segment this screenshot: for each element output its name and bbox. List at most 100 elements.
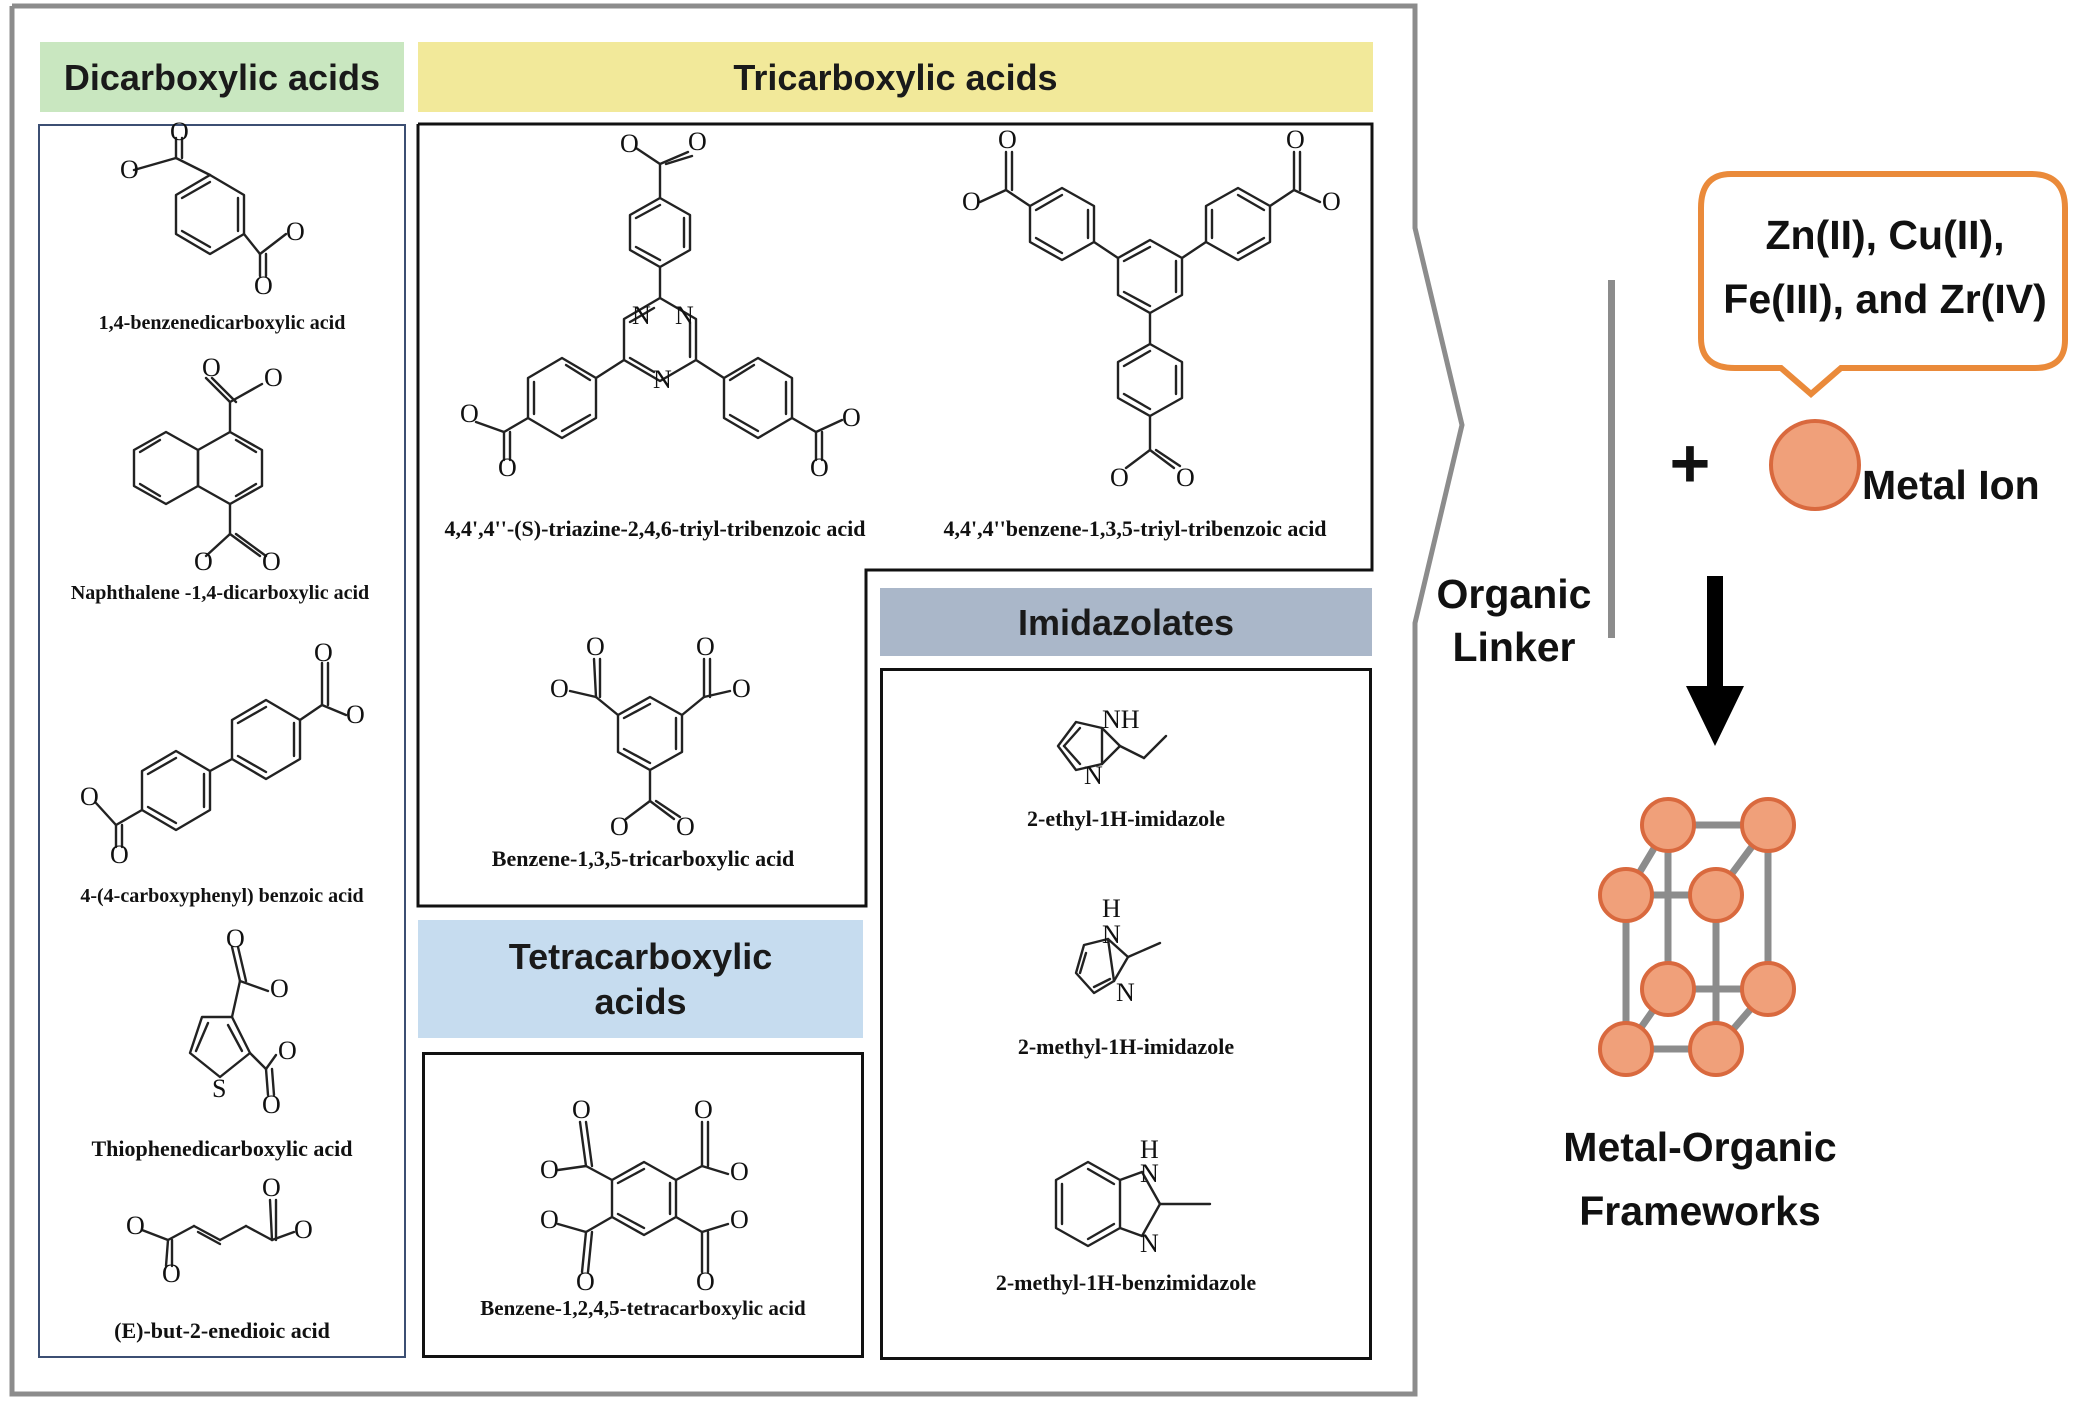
svg-text:O: O xyxy=(576,1267,595,1296)
tricarboxylic-header: Tricarboxylic acids xyxy=(418,42,1373,112)
svg-text:O: O xyxy=(696,632,715,661)
label-trimesic-acid: Benzene-1,3,5-tricarboxylic acid xyxy=(491,846,795,871)
svg-text:O: O xyxy=(498,453,517,482)
metals-line-2: Fe(III), and Zr(IV) xyxy=(1723,276,2047,322)
svg-text:O: O xyxy=(962,187,981,216)
svg-text:O: O xyxy=(226,924,245,953)
mof-framework-icon xyxy=(1598,797,1796,1077)
svg-text:O: O xyxy=(1286,125,1305,154)
svg-text:O: O xyxy=(294,1215,313,1244)
svg-text:O: O xyxy=(270,974,289,1003)
molecule-naphthalene-dicarboxylic-acid: O O O O xyxy=(132,353,283,576)
molecule-pyromellitic-acid: O O O O O O O O xyxy=(540,1095,749,1296)
molecule-terephthalic-acid: O O O O xyxy=(120,117,305,300)
svg-text:O: O xyxy=(688,127,707,156)
label-thiophene-dicarboxylic-acid: Thiophenedicarboxylic acid xyxy=(91,1136,353,1161)
linker-divider xyxy=(1608,280,1615,638)
svg-text:O: O xyxy=(314,638,333,667)
molecule-biphenyl-dicarboxylic-acid: O O O O xyxy=(80,638,365,869)
svg-text:O: O xyxy=(170,117,189,146)
svg-text:O: O xyxy=(732,674,751,703)
svg-text:O: O xyxy=(1176,463,1195,492)
svg-text:N: N xyxy=(1140,1159,1159,1188)
organic-linker-label: Organic Linker xyxy=(1436,571,1592,671)
tetracarboxylic-header: Tetracarboxylic acids xyxy=(418,920,863,1038)
svg-text:O: O xyxy=(610,812,629,841)
svg-text:N: N xyxy=(653,365,672,394)
svg-text:O: O xyxy=(194,547,213,576)
svg-text:O: O xyxy=(1322,187,1341,216)
svg-text:O: O xyxy=(572,1095,591,1124)
svg-text:N: N xyxy=(1116,978,1135,1007)
svg-text:N: N xyxy=(632,301,651,330)
svg-text:O: O xyxy=(126,1211,145,1240)
svg-text:O: O xyxy=(254,271,273,300)
label-btb-tribenzoic-acid: 4,4',4''benzene-1,3,5-triyl-tribenzoic a… xyxy=(943,516,1327,541)
metals-line-1: Zn(II), Cu(II), xyxy=(1765,212,2005,258)
svg-text:N: N xyxy=(1140,1229,1159,1258)
svg-text:O: O xyxy=(262,547,281,576)
svg-text:O: O xyxy=(278,1036,297,1065)
svg-text:O: O xyxy=(110,840,129,869)
svg-text:O: O xyxy=(550,674,569,703)
metal-ion-node xyxy=(1769,419,1861,511)
svg-text:O: O xyxy=(1110,463,1129,492)
metals-callout xyxy=(1698,171,2068,398)
svg-text:O: O xyxy=(264,363,283,392)
molecule-triazine-tribenzoic-acid: O O N N N O O O O xyxy=(460,127,861,482)
svg-text:N: N xyxy=(1084,761,1103,790)
svg-text:O: O xyxy=(80,782,99,811)
svg-text:H: H xyxy=(1140,1135,1159,1164)
svg-text:O: O xyxy=(696,1267,715,1296)
label-ethyl-imidazole: 2-ethyl-1H-imidazole xyxy=(1027,806,1225,831)
svg-text:O: O xyxy=(810,453,829,482)
molecule-fumaric-acid: O O O O xyxy=(126,1173,313,1288)
svg-text:O: O xyxy=(730,1205,749,1234)
label-fumaric-acid: (E)-but-2-enedioic acid xyxy=(114,1318,330,1343)
label-methyl-benzimidazole: 2-methyl-1H-benzimidazole xyxy=(995,1270,1257,1295)
molecule-thiophene-dicarboxylic-acid: O O O O S xyxy=(188,924,297,1119)
svg-text:NH: NH xyxy=(1102,705,1140,734)
svg-text:N: N xyxy=(1102,920,1121,949)
molecule-trimesic-acid: O O O O O O xyxy=(550,632,751,841)
svg-text:O: O xyxy=(202,353,221,382)
label-biphenyl-dicarboxylic-acid: 4-(4-carboxyphenyl) benzoic acid xyxy=(80,885,364,907)
svg-text:O: O xyxy=(998,125,1017,154)
svg-text:O: O xyxy=(586,632,605,661)
svg-text:S: S xyxy=(212,1074,226,1103)
svg-text:O: O xyxy=(346,700,365,729)
svg-text:O: O xyxy=(730,1157,749,1186)
svg-text:O: O xyxy=(540,1205,559,1234)
mof-label: Metal-Organic Frameworks xyxy=(1563,1124,1837,1234)
tetracarboxylic-panel xyxy=(422,1052,864,1358)
svg-text:O: O xyxy=(120,155,139,184)
svg-text:O: O xyxy=(262,1090,281,1119)
svg-text:O: O xyxy=(676,812,695,841)
svg-text:O: O xyxy=(286,217,305,246)
label-methyl-imidazole: 2-methyl-1H-imidazole xyxy=(1017,1034,1235,1059)
svg-text:O: O xyxy=(262,1173,281,1202)
svg-text:H: H xyxy=(1102,894,1121,923)
svg-text:O: O xyxy=(540,1155,559,1184)
metal-ion-label: Metal Ion xyxy=(1862,462,2040,508)
svg-text:O: O xyxy=(842,403,861,432)
molecule-methyl-benzimidazole: H N N xyxy=(1054,1135,1212,1258)
down-arrow-icon xyxy=(1686,576,1744,746)
molecule-btb-tribenzoic-acid: O O O O O O xyxy=(962,125,1341,492)
imidazolates-panel xyxy=(880,668,1372,1360)
svg-text:O: O xyxy=(162,1259,181,1288)
dicarboxylic-panel xyxy=(38,124,406,1358)
molecule-methyl-imidazole: H N N xyxy=(1074,894,1162,1007)
plus-sign: + xyxy=(1669,424,1711,502)
imidazolates-header: Imidazolates xyxy=(880,588,1372,656)
svg-text:N: N xyxy=(675,301,694,330)
svg-text:O: O xyxy=(694,1095,713,1124)
label-terephthalic-acid: 1,4-benzenedicarboxylic acid xyxy=(98,312,346,334)
label-naphthalene-dicarboxylic-acid: Naphthalene -1,4-dicarboxylic acid xyxy=(70,582,370,604)
svg-text:O: O xyxy=(620,129,639,158)
label-pyromellitic-acid: Benzene-1,2,4,5-tetracarboxylic acid xyxy=(480,1296,806,1320)
label-triazine-tribenzoic-acid: 4,4',4''-(S)-triazine-2,4,6-triyl-triben… xyxy=(444,516,866,541)
svg-text:O: O xyxy=(460,399,479,428)
